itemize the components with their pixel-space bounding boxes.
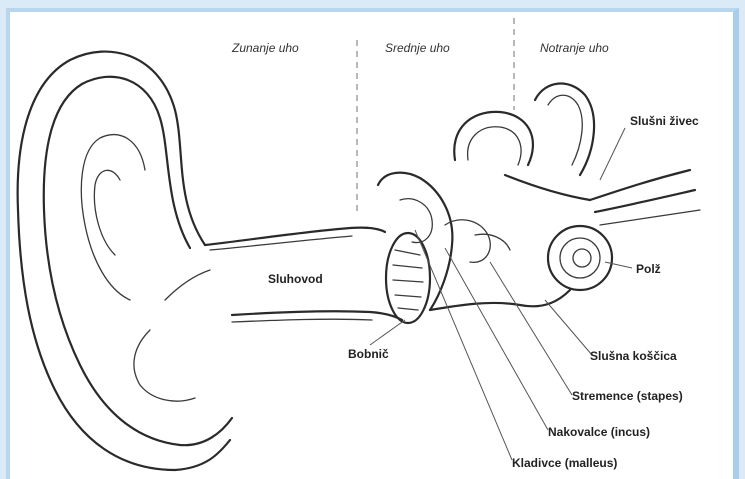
middle-ear-illustration	[378, 173, 510, 310]
label-malleus: Kladivce (malleus)	[512, 456, 617, 470]
pinna-illustration	[18, 52, 232, 470]
label-cochlea: Polž	[636, 262, 661, 276]
region-inner-ear: Notranje uho	[540, 41, 609, 55]
label-auditory-nerve: Slušni živec	[630, 114, 699, 128]
eardrum-illustration	[386, 233, 430, 323]
label-stapes: Stremence (stapes)	[572, 389, 683, 403]
region-outer-ear: Zunanje uho	[231, 41, 299, 55]
region-middle-ear: Srednje uho	[385, 41, 450, 55]
label-eardrum: Bobnič	[348, 347, 389, 361]
label-incus: Nakovalce (incus)	[548, 425, 650, 439]
label-ear-canal: Sluhovod	[268, 272, 323, 286]
label-auditory-tube: Slušna koščica	[590, 349, 677, 363]
leader-lines	[370, 128, 632, 460]
